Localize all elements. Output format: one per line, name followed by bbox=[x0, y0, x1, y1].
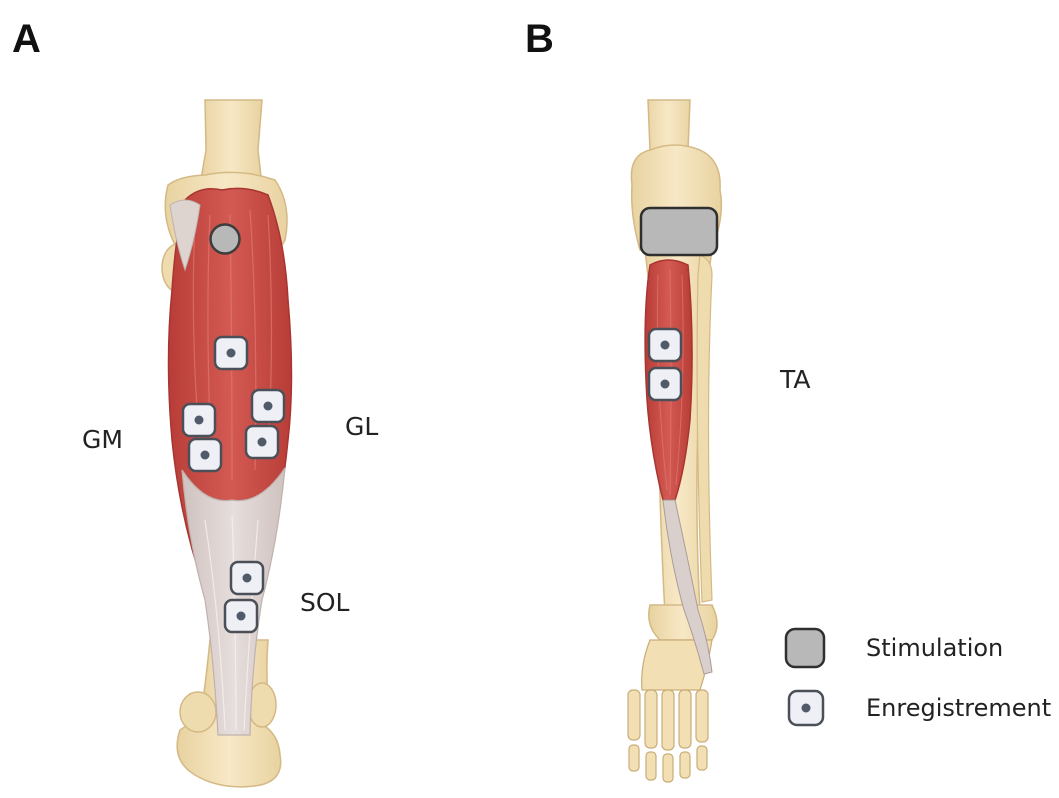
stimulation-electrode-popliteal bbox=[211, 225, 240, 254]
recording-electrode-sol-2 bbox=[225, 600, 257, 632]
label-sol: SOL bbox=[300, 588, 350, 617]
label-gm: GM bbox=[82, 425, 123, 454]
panel-b-label: B bbox=[525, 17, 554, 61]
legend-stimulation-label: Stimulation bbox=[866, 634, 1003, 662]
panel-a-leg bbox=[162, 100, 292, 787]
recording-electrode-ta-2 bbox=[649, 368, 681, 400]
fibula bbox=[697, 255, 712, 602]
recording-electrode-gm-1 bbox=[183, 404, 215, 436]
legend-recording-dot bbox=[802, 704, 811, 713]
recording-electrode-gl-1 bbox=[252, 390, 284, 422]
medial-malleolus bbox=[180, 692, 216, 732]
foot-bones bbox=[628, 640, 712, 782]
ankle-b bbox=[649, 605, 717, 640]
panel-b-leg bbox=[628, 100, 721, 782]
legend-recording-label: Enregistrement bbox=[866, 694, 1051, 722]
recording-electrode-gm-2 bbox=[189, 439, 221, 471]
label-gl: GL bbox=[345, 412, 378, 441]
recording-electrode-gastrocnemius-proximal bbox=[215, 337, 247, 369]
stimulation-electrode-fibular bbox=[641, 208, 717, 255]
legend: Stimulation Enregistrement bbox=[786, 629, 1051, 725]
label-ta: TA bbox=[779, 365, 810, 394]
panel-a-label: A bbox=[12, 17, 41, 61]
legend-stimulation-swatch bbox=[786, 629, 824, 667]
recording-electrode-sol-1 bbox=[231, 562, 263, 594]
recording-electrode-ta-1 bbox=[649, 329, 681, 361]
recording-electrode-gl-2 bbox=[246, 426, 278, 458]
